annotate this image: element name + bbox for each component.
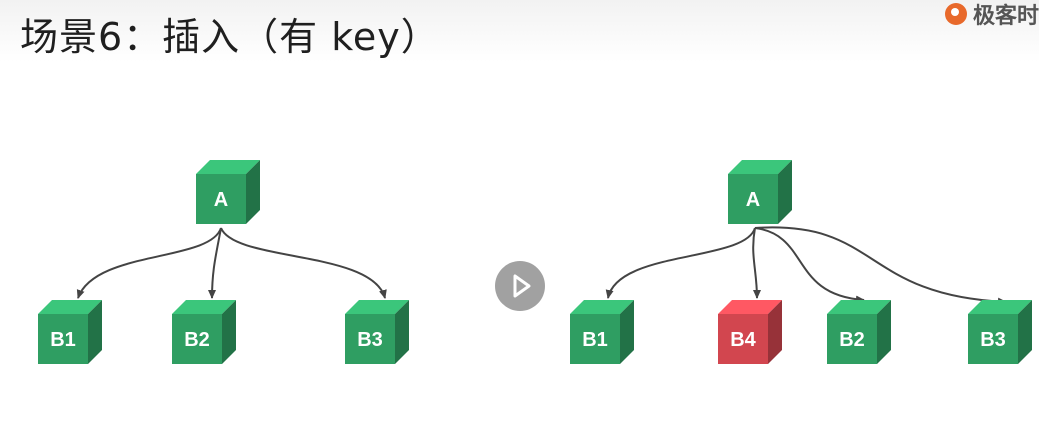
edge-A-B1 bbox=[76, 227, 222, 299]
diagram-1-node-A: A bbox=[196, 160, 260, 224]
node-label: B3 bbox=[357, 329, 383, 351]
node-label: B2 bbox=[184, 329, 210, 351]
play-icon bbox=[513, 274, 531, 298]
edge-A-B1 bbox=[605, 227, 756, 299]
edge-A-B4 bbox=[752, 227, 761, 299]
diagram-2-node-B4: B4 bbox=[718, 300, 782, 364]
node-label: B1 bbox=[582, 329, 608, 351]
diagram-2-node-A: A bbox=[728, 160, 792, 224]
node-label: B1 bbox=[50, 329, 76, 351]
diagram-1-node-B1: B1 bbox=[38, 300, 102, 364]
diagram-2-node-B1: B1 bbox=[570, 300, 634, 364]
slide-title: 场景6：插入（有 key） bbox=[20, 15, 440, 59]
brand-logo: 极客时 bbox=[944, 0, 1039, 29]
diagram-1-node-B3: B3 bbox=[345, 300, 409, 364]
logo-text: 极客时 bbox=[972, 4, 1039, 29]
edge-A-B3 bbox=[220, 227, 387, 299]
header-bar: 场景6：插入（有 key） 极客时 bbox=[0, 0, 1039, 62]
edge-A-B2 bbox=[208, 227, 222, 299]
node-label: A bbox=[746, 189, 760, 211]
edge-A-B3 bbox=[754, 226, 1007, 306]
right-tree-edges bbox=[605, 226, 1007, 306]
diagram-1-node-B2: B2 bbox=[172, 300, 236, 364]
left-tree-edges bbox=[76, 227, 387, 299]
play-button[interactable] bbox=[495, 261, 545, 311]
diagram-2-node-B2: B2 bbox=[827, 300, 891, 364]
node-label: B2 bbox=[839, 329, 865, 351]
logo-icon bbox=[944, 3, 967, 25]
node-label: A bbox=[214, 189, 228, 211]
tree-nodes: A B1 B2 B3 A B1 B4 B2 B3 bbox=[38, 160, 1032, 364]
node-label: B3 bbox=[980, 329, 1006, 351]
node-label: B4 bbox=[730, 329, 756, 351]
edge-A-B2 bbox=[754, 227, 865, 304]
diagram-2-node-B3: B3 bbox=[968, 300, 1032, 364]
